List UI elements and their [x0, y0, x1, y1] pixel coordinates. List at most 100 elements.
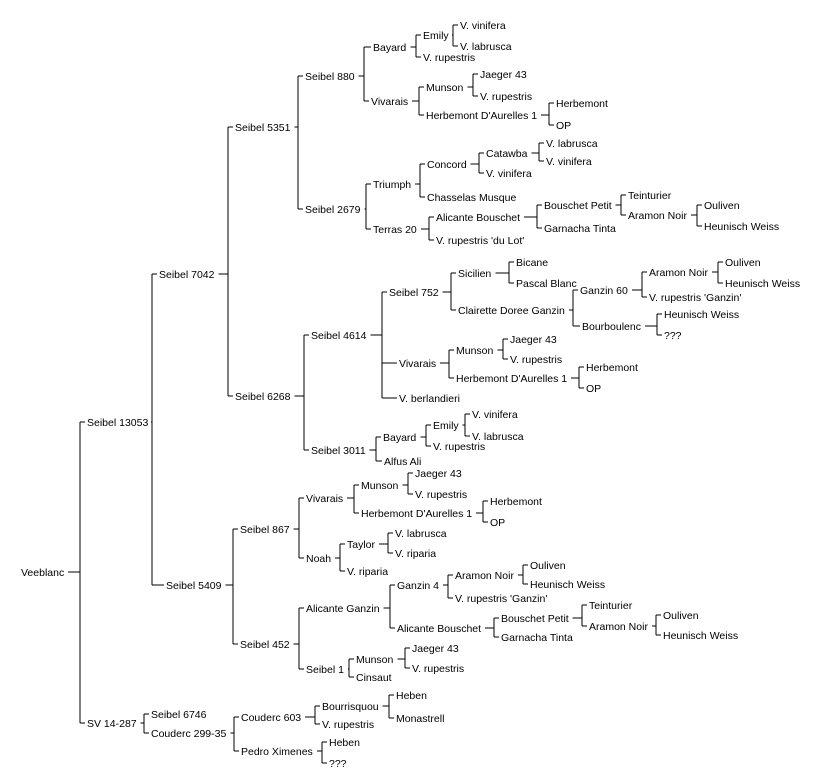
node-label-munson: Munson — [361, 480, 399, 492]
node-label-heunisch-weiss: Heunisch Weiss — [725, 278, 800, 290]
node-label-op: OP — [556, 120, 571, 132]
node-label-ganzin-4: Ganzin 4 — [397, 580, 439, 592]
node-label-unknown: ??? — [664, 330, 682, 342]
node-label-ouliven: Ouliven — [704, 200, 740, 212]
node-label-v-vinifera: V. vinifera — [486, 168, 532, 180]
node-label-ganzin-60: Ganzin 60 — [580, 285, 628, 297]
node-label-chasselas-musque: Chasselas Musque — [427, 192, 516, 204]
node-label-seibel-1: Seibel 1 — [306, 664, 344, 676]
node-label-munson: Munson — [356, 654, 394, 666]
node-label-seibel-7042: Seibel 7042 — [159, 269, 215, 281]
node-label-heunisch-weiss: Heunisch Weiss — [664, 309, 739, 321]
node-label-heunisch-weiss: Heunisch Weiss — [663, 630, 738, 642]
node-label-herbemont-d-aurelles-1: Herbemont D'Aurelles 1 — [426, 110, 537, 122]
node-label-seibel-5351: Seibel 5351 — [235, 122, 291, 134]
node-label-sv-14-287: SV 14-287 — [87, 718, 137, 730]
node-label-seibel-4614: Seibel 4614 — [311, 330, 367, 342]
node-label-heben: Heben — [329, 737, 360, 749]
node-label-garnacha-tinta: Garnacha Tinta — [544, 223, 616, 235]
node-label-teinturier: Teinturier — [628, 190, 672, 202]
node-label-couderc-603: Couderc 603 — [241, 712, 301, 724]
node-label-seibel-6268: Seibel 6268 — [235, 391, 291, 403]
node-label-alicante-bouschet: Alicante Bouschet — [436, 212, 520, 224]
node-label-v-labrusca: V. labrusca — [395, 528, 447, 540]
node-label-couderc-299-35: Couderc 299-35 — [151, 728, 226, 740]
node-label-aramon-noir: Aramon Noir — [589, 621, 648, 633]
node-label-noah: Noah — [306, 553, 331, 565]
node-label-v-riparia: V. riparia — [395, 548, 436, 560]
node-label-jaeger-43: Jaeger 43 — [415, 468, 462, 480]
node-label-catawba: Catawba — [486, 148, 528, 160]
node-label-vivarais: Vivarais — [371, 96, 408, 108]
node-label-herbemont: Herbemont — [556, 98, 608, 110]
node-label-v-rupestris: V. rupestris — [433, 441, 485, 453]
node-label-garnacha-tinta: Garnacha Tinta — [501, 632, 573, 644]
node-label-bourrisquou: Bourrisquou — [322, 701, 379, 713]
node-label-v-rupestris-du-lot: V. rupestris 'du Lot' — [436, 235, 524, 247]
node-label-vivarais: Vivarais — [399, 358, 436, 370]
node-label-v-labrusca: V. labrusca — [460, 41, 512, 53]
node-label-seibel-752: Seibel 752 — [389, 287, 439, 299]
node-label-bayard: Bayard — [383, 432, 416, 444]
node-label-seibel-6746: Seibel 6746 — [151, 709, 207, 721]
node-label-alicante-bouschet: Alicante Bouschet — [397, 623, 481, 635]
node-label-v-rupestris: V. rupestris — [480, 91, 532, 103]
node-label-munson: Munson — [426, 82, 464, 94]
node-label-v-vinifera: V. vinifera — [546, 156, 592, 168]
node-label-seibel-867: Seibel 867 — [240, 524, 290, 536]
node-label-v-vinifera: V. vinifera — [472, 409, 518, 421]
node-label-concord: Concord — [427, 159, 467, 171]
node-label-sicilien: Sicilien — [458, 268, 491, 280]
node-label-v-labrusca: V. labrusca — [472, 431, 524, 443]
node-label-op: OP — [586, 383, 601, 395]
node-label-v-riparia: V. riparia — [347, 566, 388, 578]
node-label-bourboulenc: Bourboulenc — [582, 321, 641, 333]
node-label-alicante-ganzin: Alicante Ganzin — [306, 603, 380, 615]
node-label-terras-20: Terras 20 — [373, 224, 417, 236]
node-label-seibel-5409: Seibel 5409 — [166, 580, 222, 592]
node-label-jaeger-43: Jaeger 43 — [510, 334, 557, 346]
node-label-v-berlandieri: V. berlandieri — [399, 393, 460, 405]
node-label-bouschet-petit: Bouschet Petit — [544, 200, 612, 212]
node-label-aramon-noir: Aramon Noir — [455, 570, 514, 582]
node-label-cinsaut: Cinsaut — [356, 672, 392, 684]
node-label-seibel-3011: Seibel 3011 — [311, 445, 366, 457]
node-label-v-rupestris: V. rupestris — [510, 354, 562, 366]
node-label-alfus-ali: Alfus Ali — [384, 456, 421, 468]
node-label-herbemont-d-aurelles-1: Herbemont D'Aurelles 1 — [456, 373, 567, 385]
node-label-ouliven: Ouliven — [530, 560, 566, 572]
node-label-seibel-13053: Seibel 13053 — [87, 417, 148, 429]
node-label-seibel-2679: Seibel 2679 — [305, 204, 361, 216]
node-label-bayard: Bayard — [373, 42, 406, 54]
node-label-v-rupestris: V. rupestris — [423, 52, 475, 64]
node-label-taylor: Taylor — [347, 539, 376, 551]
node-label-v-rupestris: V. rupestris — [322, 719, 374, 731]
node-label-aramon-noir: Aramon Noir — [628, 210, 687, 222]
node-label-teinturier: Teinturier — [589, 600, 633, 612]
node-label-munson: Munson — [456, 345, 494, 357]
node-label-emily: Emily — [433, 420, 459, 432]
node-label-jaeger-43: Jaeger 43 — [412, 643, 459, 655]
node-label-herbemont: Herbemont — [586, 362, 638, 374]
node-label-v-rupestris: V. rupestris — [412, 663, 464, 675]
node-label-seibel-452: Seibel 452 — [240, 639, 290, 651]
node-label-aramon-noir: Aramon Noir — [649, 267, 708, 279]
node-label-v-rupestris-ganzin: V. rupestris 'Ganzin' — [455, 593, 547, 605]
node-label-seibel-880: Seibel 880 — [305, 71, 355, 83]
node-label-v-vinifera: V. vinifera — [460, 20, 506, 32]
node-label-bouschet-petit: Bouschet Petit — [501, 613, 569, 625]
node-label-op: OP — [490, 517, 505, 529]
node-label-v-rupestris-ganzin: V. rupestris 'Ganzin' — [649, 292, 741, 304]
node-label-herbemont: Herbemont — [490, 496, 542, 508]
node-label-unknown: ??? — [329, 758, 347, 770]
node-label-bicane: Bicane — [516, 257, 548, 269]
node-label-emily: Emily — [423, 30, 449, 42]
node-label-vivarais: Vivarais — [306, 493, 343, 505]
node-label-monastrell: Monastrell — [396, 713, 444, 725]
node-label-ouliven: Ouliven — [725, 257, 761, 269]
node-label-clairette-doree-ganzin: Clairette Doree Ganzin — [458, 305, 565, 317]
node-label-pedro-ximenes: Pedro Ximenes — [241, 746, 313, 758]
node-label-heben: Heben — [396, 690, 427, 702]
